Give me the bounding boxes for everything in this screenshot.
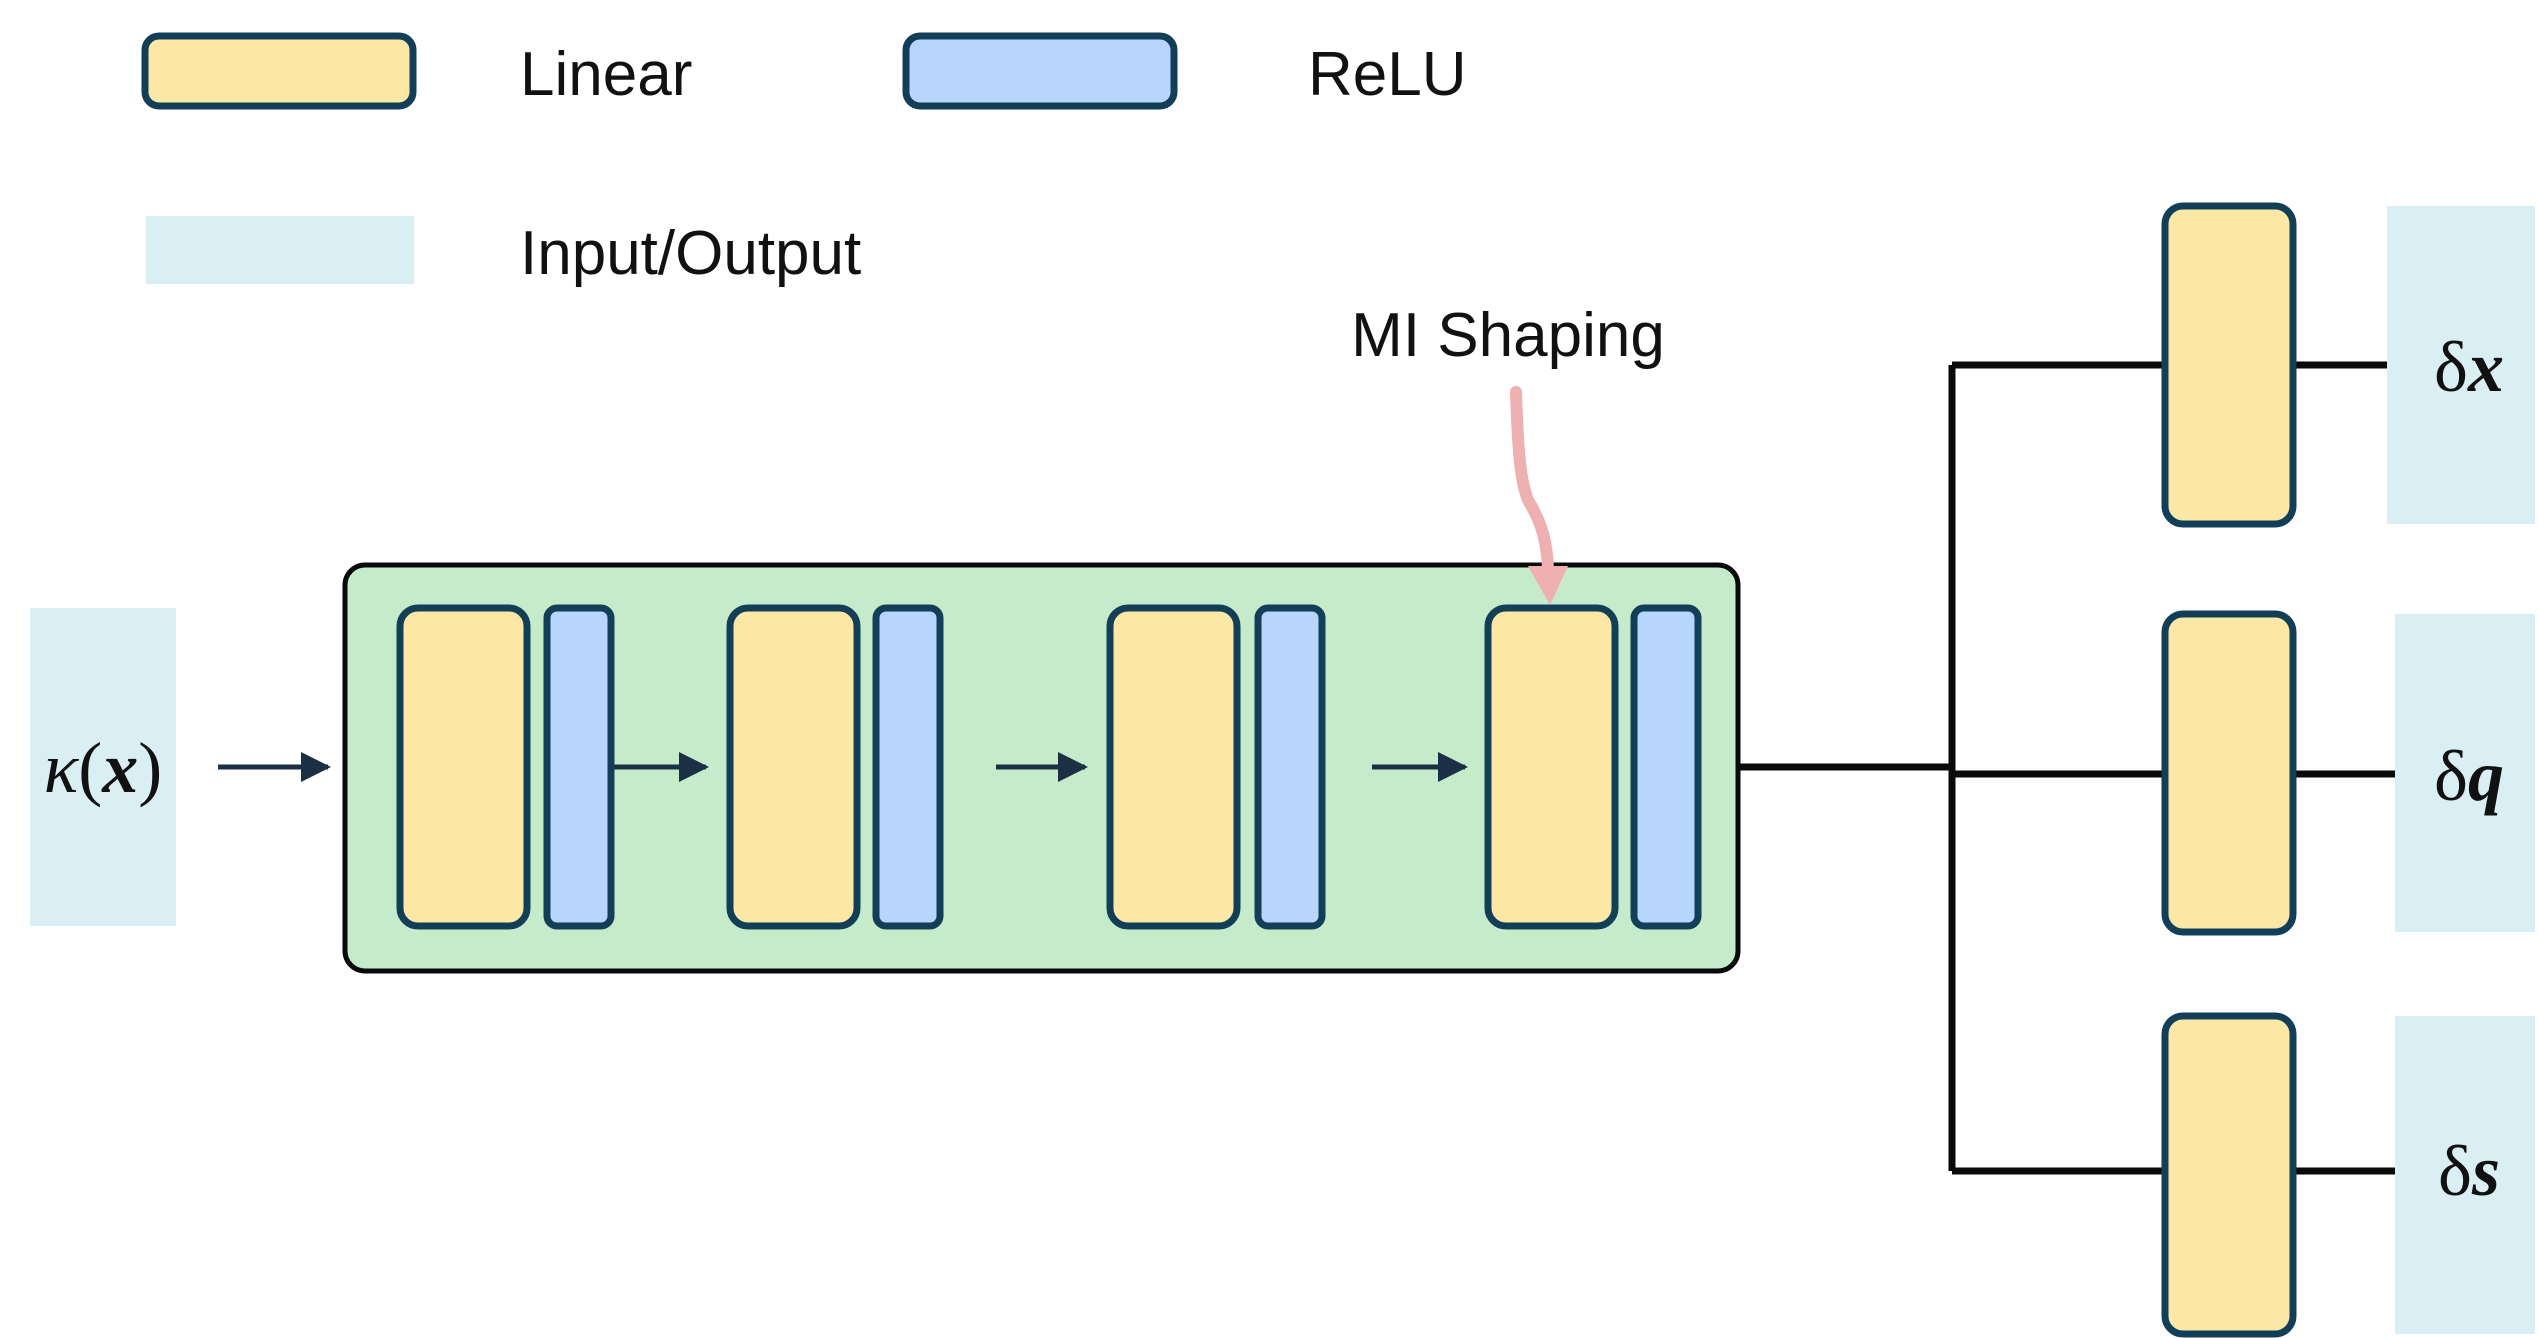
legend: Linear ReLU Input/Output	[141, 32, 1467, 288]
legend-linear-swatch	[141, 32, 417, 110]
head-linear-block-top	[2161, 202, 2297, 528]
relu-block	[543, 604, 615, 930]
backbone-layer-2	[726, 604, 944, 930]
legend-io-label: Input/Output	[520, 219, 861, 288]
output-box-top	[2387, 206, 2535, 524]
head-linear-block-bottom	[2161, 1012, 2297, 1338]
relu-block	[1254, 604, 1326, 930]
relu-block	[1630, 604, 1702, 930]
legend-relu-swatch	[902, 32, 1178, 110]
branch-connectors	[1738, 361, 2395, 1175]
legend-relu-label: ReLU	[1308, 40, 1467, 109]
mi-shaping-arrowhead	[1528, 566, 1568, 605]
output-label-middle: δq	[2434, 736, 2504, 816]
mi-shaping-label: MI Shaping	[1351, 301, 1665, 370]
output-delta: δ	[2434, 327, 2468, 407]
output-label-top: δx	[2434, 327, 2504, 407]
linear-block-mi-shaped	[1484, 604, 1619, 930]
input-label: κ(x)	[44, 728, 163, 808]
input-open-paren: (	[78, 728, 102, 808]
output-heads: δx δq δs	[2161, 202, 2535, 1338]
output-box-bottom	[2395, 1016, 2535, 1334]
head-linear-block-middle	[2161, 610, 2297, 936]
output-delta: δ	[2438, 1131, 2472, 1211]
input-prefix: κ	[44, 728, 80, 808]
output-variable: q	[2468, 736, 2504, 816]
linear-block	[726, 604, 861, 930]
mi-shaping-annotation: MI Shaping	[1351, 301, 1665, 605]
backbone-container	[342, 562, 1741, 974]
output-variable: x	[2467, 327, 2504, 407]
backbone-layer-1	[396, 604, 615, 930]
input-box	[30, 608, 176, 926]
relu-block	[872, 604, 944, 930]
input-variable: x	[101, 728, 138, 808]
backbone-layer-4	[1484, 604, 1702, 930]
output-delta: δ	[2434, 736, 2468, 816]
linear-block	[396, 604, 531, 930]
input-close-paren: )	[138, 728, 162, 808]
mi-shaping-arrow	[1510, 386, 1554, 581]
linear-block	[1106, 604, 1241, 930]
legend-io-swatch	[146, 216, 414, 284]
legend-linear-label: Linear	[520, 40, 692, 109]
output-box-middle	[2395, 614, 2535, 932]
backbone-layer-3	[1106, 604, 1326, 930]
output-label-bottom: δs	[2438, 1131, 2500, 1211]
output-variable: s	[2471, 1131, 2500, 1211]
input-node: κ(x)	[30, 608, 176, 926]
